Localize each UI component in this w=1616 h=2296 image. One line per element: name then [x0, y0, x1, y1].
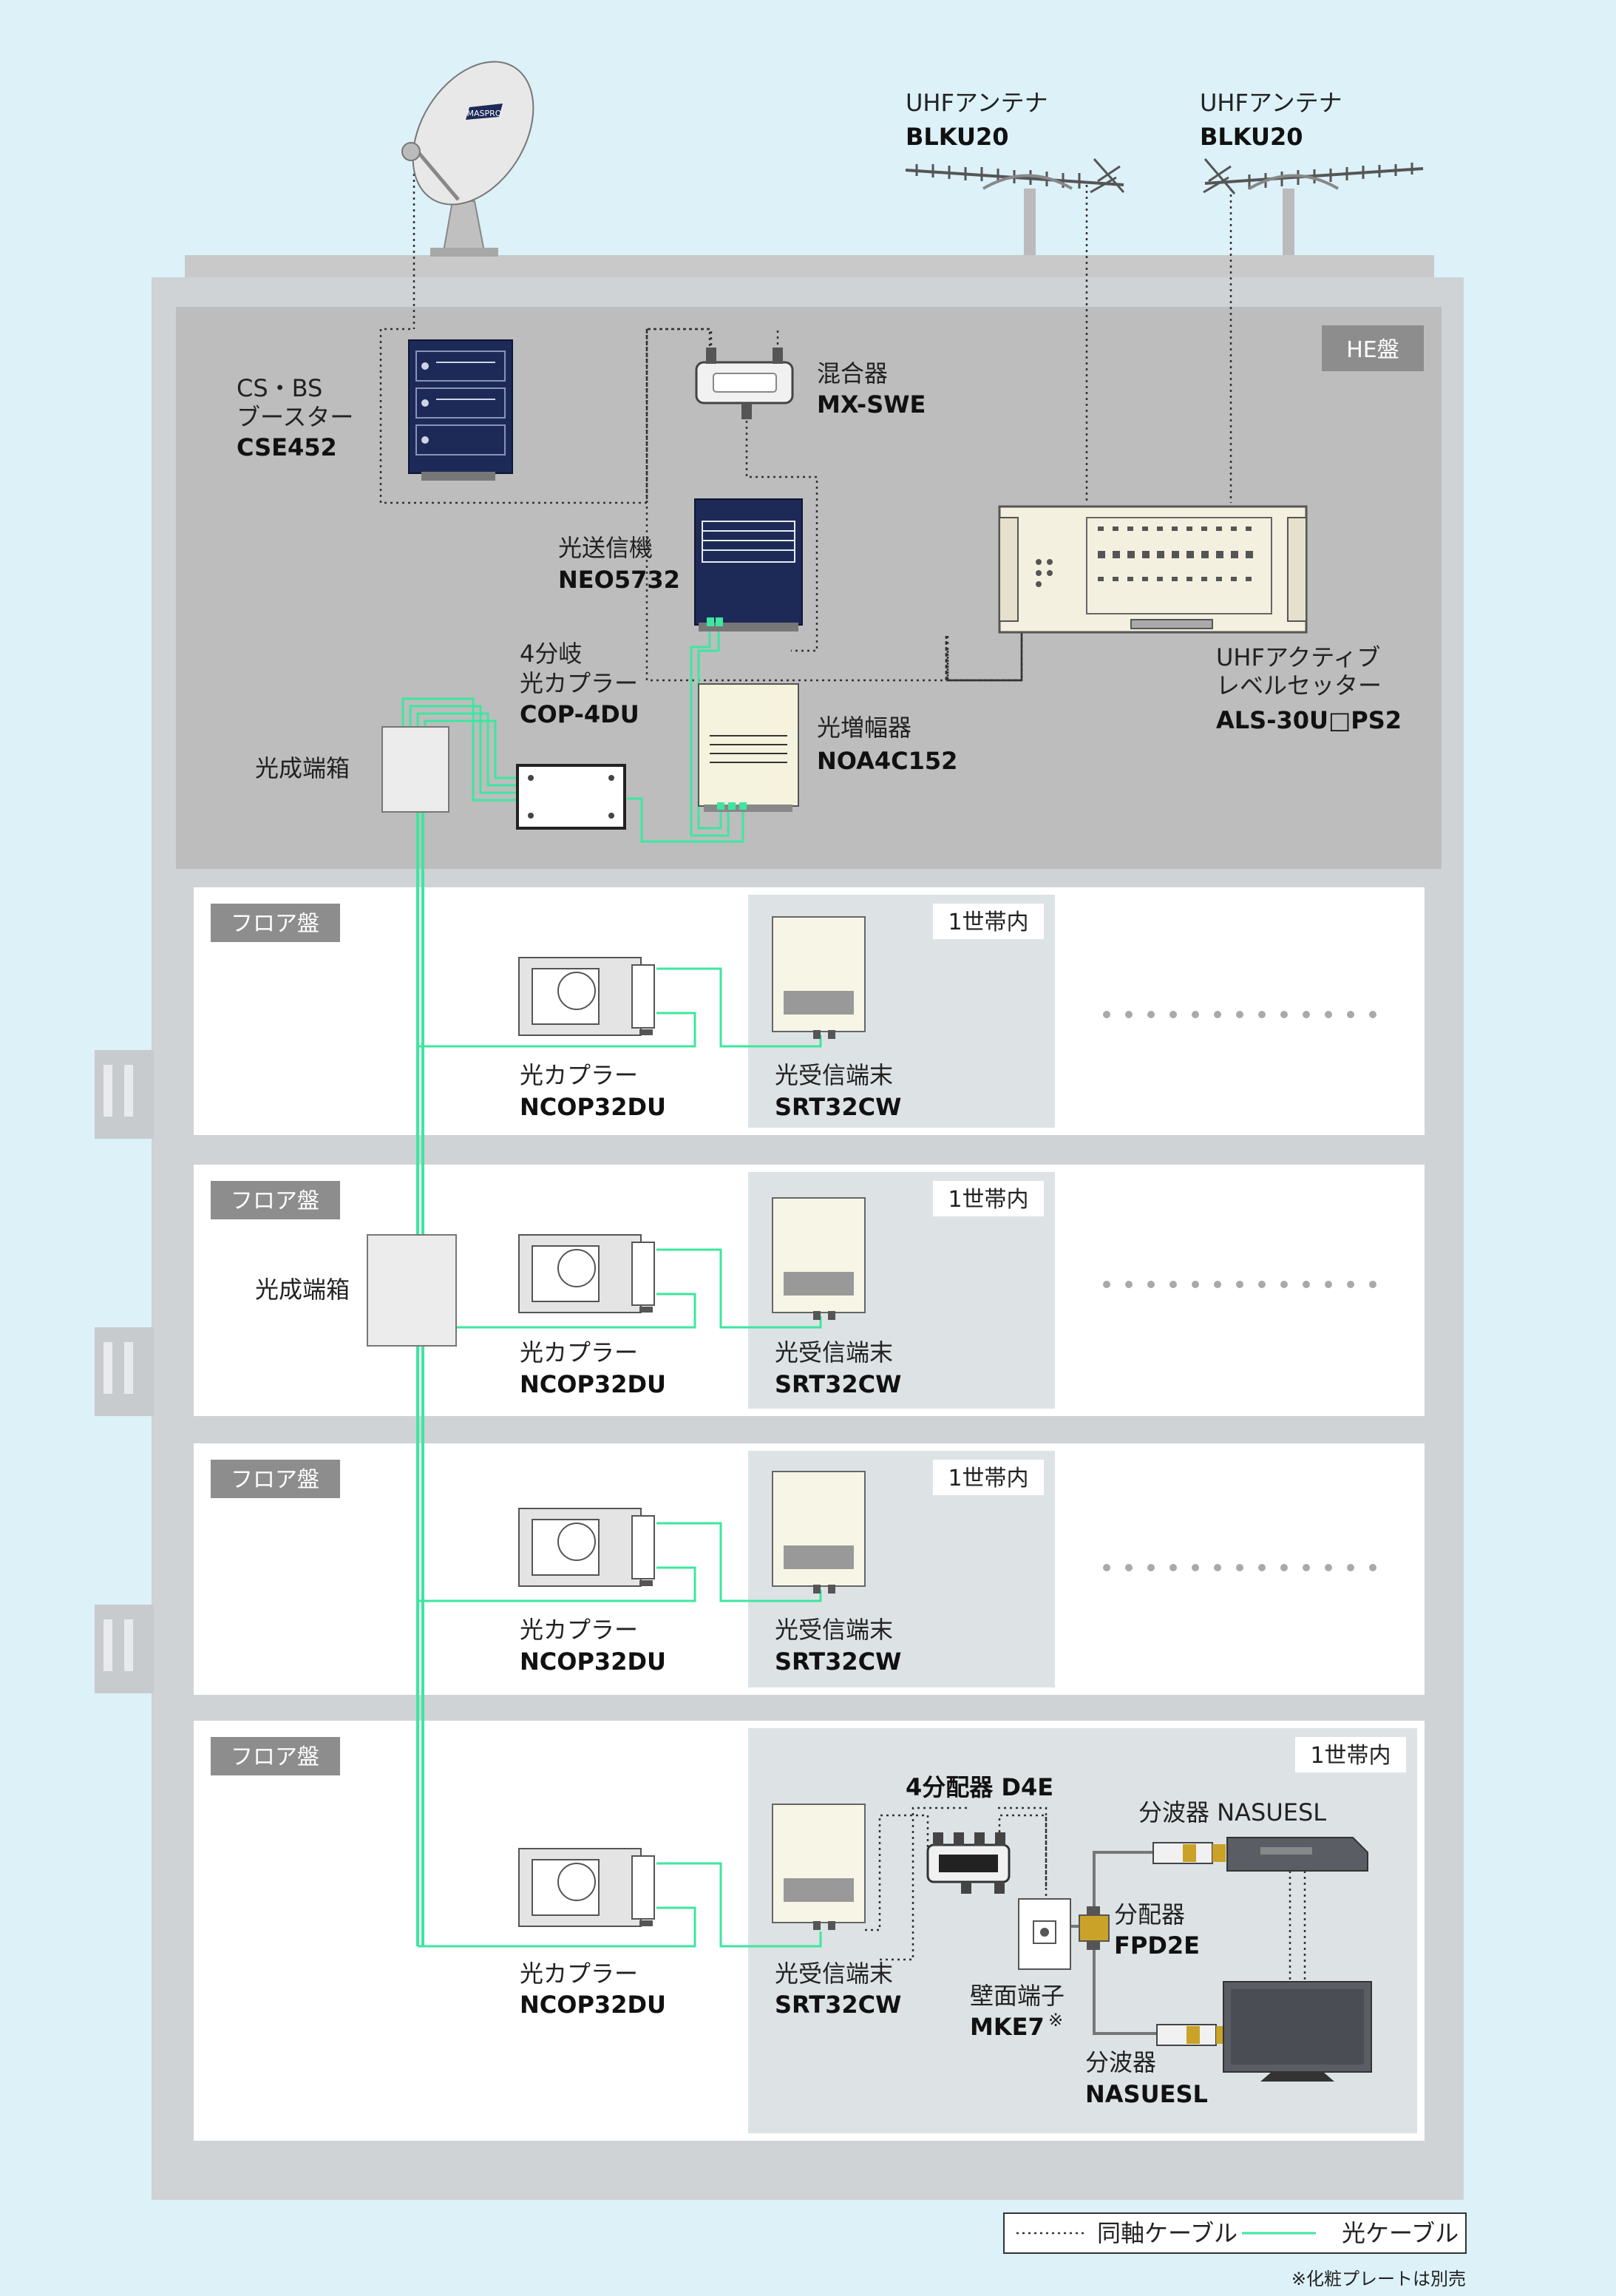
household-tag-4: 1世帯内 — [1310, 1743, 1391, 1769]
floor-receiver-4 — [772, 1804, 866, 1930]
floor-2-receiver-name: 光受信端末 — [775, 1338, 893, 1367]
uhf-antenna-2-name: UHFアンテナ — [1200, 89, 1342, 117]
legend-optical-label: 光ケーブル — [1342, 2219, 1459, 2247]
television — [1223, 1981, 1372, 2082]
terminal-box-he — [381, 726, 449, 813]
booster-label-line2: ブースター — [237, 403, 353, 431]
floor-2-coupler-model: NCOP32DU — [520, 1370, 666, 1398]
floor-tag-4: フロア盤 — [231, 1744, 319, 1770]
floor-4-receiver-model: SRT32CW — [775, 1991, 901, 2019]
amplifier-model: NOA4C152 — [817, 747, 957, 775]
household-tag-1: 1世帯内 — [948, 910, 1028, 935]
coupler4-line1: 4分岐 — [520, 640, 582, 668]
floor-3-receiver-model: SRT32CW — [775, 1648, 901, 1676]
splitter4-label: 4分配器 D4E — [906, 1773, 1053, 1801]
floor-receiver-1 — [772, 916, 866, 1039]
wall-terminal-note: ※ — [1048, 2010, 1063, 2031]
demux-bottom — [1156, 2024, 1229, 2046]
uhf-antenna-2: UHFアンテナ BLKU20 — [1200, 89, 1424, 255]
uhf-level-setter — [998, 505, 1308, 634]
floor-tag-3: フロア盤 — [231, 1467, 319, 1493]
floor-coupler-4 — [518, 1848, 655, 1927]
household-tag-2: 1世帯内 — [948, 1187, 1028, 1213]
floor-coupler-3 — [518, 1508, 655, 1587]
coupler4-model: COP-4DU — [520, 700, 639, 728]
optical-transmitter — [694, 498, 803, 631]
floor-1-receiver-model: SRT32CW — [775, 1093, 901, 1121]
floor-2-receiver-model: SRT32CW — [775, 1370, 901, 1398]
wall-terminal-model: MKE7 — [970, 2013, 1045, 2041]
booster-label-line1: CS・BS — [237, 374, 322, 402]
splitter-2way — [1079, 1906, 1110, 1950]
footnote: ※化粧プレートは別売 — [1291, 2269, 1466, 2289]
coupler-4-branch — [516, 764, 626, 830]
recorder-box — [1226, 1837, 1368, 1872]
coax-levelsetter-mixer — [948, 632, 1023, 682]
transmitter-name: 光送信機 — [558, 534, 653, 562]
terminal-box-floor2-label: 光成端箱 — [255, 1276, 350, 1304]
floor-tag-1: フロア盤 — [231, 911, 319, 937]
he-panel-tag — [1322, 325, 1424, 371]
splitter-4way — [926, 1832, 1011, 1894]
wall-terminal — [1018, 1898, 1071, 1970]
demux-bottom-name: 分波器 — [1085, 2048, 1156, 2076]
floor-1-coupler-model: NCOP32DU — [520, 1093, 666, 1121]
coupler4-line2: 光カプラー — [520, 669, 638, 697]
bs-antenna-logo: MASPRO — [467, 109, 502, 118]
floor-1-coupler-name: 光カプラー — [520, 1061, 638, 1089]
floor-3-coupler-model: NCOP32DU — [520, 1648, 666, 1676]
floor-4-coupler-name: 光カプラー — [520, 1960, 638, 1988]
wall-terminal-name: 壁面端子 — [970, 1982, 1065, 2010]
mixer — [695, 348, 794, 419]
booster-model: CSE452 — [237, 433, 337, 461]
demux-bottom-model: NASUESL — [1085, 2080, 1208, 2108]
floor-devices: 光カプラー NCOP32DU 光受信端末 SRT32CW 光カプラー NCOP3… — [518, 916, 901, 2019]
floor-receiver-2 — [772, 1197, 866, 1320]
household-tags: 1世帯内 1世帯内 1世帯内 1世帯内 — [933, 904, 1406, 1772]
bs-satellite-antenna: MASPRO — [401, 61, 534, 257]
mixer-model: MX-SWE — [817, 390, 926, 419]
transmitter-model: NEO5732 — [558, 566, 680, 594]
floor-coupler-1 — [518, 957, 655, 1036]
household-devices: 4分配器 D4E 壁面端子 MKE7 ※ 分配器 FPD2E 分波器 NASUE… — [865, 1773, 1372, 2108]
floor-coupler-2 — [518, 1234, 655, 1313]
splitter2-model: FPD2E — [1114, 1931, 1200, 1960]
more-households-dots — [1103, 1011, 1376, 1571]
amplifier-name: 光増幅器 — [817, 714, 911, 742]
level-setter-line2: レベルセッター — [1216, 671, 1382, 700]
floor-tags: フロア盤 フロア盤 フロア盤 フロア盤 — [211, 904, 340, 1775]
uhf-antenna-1-model: BLKU20 — [906, 123, 1009, 151]
uhf-antenna-2-model: BLKU20 — [1200, 123, 1303, 151]
he-panel-label: HE盤 — [1346, 337, 1399, 363]
demux-top-label: 分波器 NASUESL — [1138, 1798, 1326, 1826]
floor-3-coupler-name: 光カプラー — [520, 1616, 638, 1644]
floor-1-receiver-name: 光受信端末 — [775, 1061, 893, 1089]
optical-cables — [401, 625, 822, 1948]
terminal-box-he-label: 光成端箱 — [255, 754, 350, 782]
splitter2-name: 分配器 — [1114, 1900, 1185, 1928]
uhf-antenna-1: UHFアンテナ BLKU20 — [905, 89, 1125, 255]
uhf-antenna-1-name: UHFアンテナ — [906, 89, 1048, 117]
demux-top — [1152, 1842, 1226, 1864]
optical-amplifier — [698, 683, 799, 812]
floor-tag-2: フロア盤 — [231, 1188, 319, 1214]
legend-coax-label: 同軸ケーブル — [1097, 2219, 1238, 2247]
level-setter-line1: UHFアクティブ — [1216, 643, 1380, 671]
floor-receiver-3 — [772, 1471, 866, 1594]
cs-bs-booster — [408, 339, 513, 481]
floor-4-coupler-model: NCOP32DU — [520, 1991, 666, 2019]
legend: 同軸ケーブル 光ケーブル — [1003, 2212, 1467, 2254]
floor-3-receiver-name: 光受信端末 — [775, 1616, 893, 1644]
floor-4-receiver-name: 光受信端末 — [775, 1960, 893, 1988]
mixer-name: 混合器 — [817, 359, 888, 387]
level-setter-model: ALS-30U□PS2 — [1216, 706, 1402, 734]
household-tag-3: 1世帯内 — [948, 1466, 1028, 1491]
floor-2-coupler-name: 光カプラー — [520, 1338, 638, 1367]
terminal-box-floor2 — [367, 1234, 457, 1347]
